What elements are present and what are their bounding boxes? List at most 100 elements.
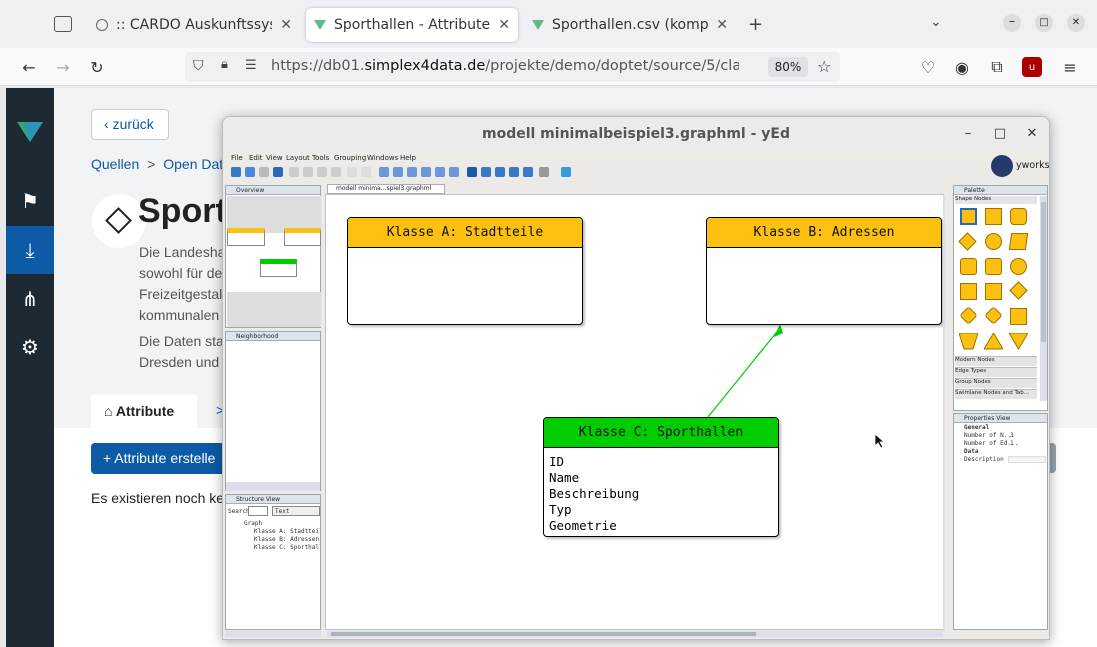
palette-section-header[interactable]: Shape Nodes	[955, 196, 1037, 204]
back-button[interactable]: ‹ zurück	[91, 109, 169, 140]
node-klasse-a[interactable]: Klasse A: Stadtteile	[347, 217, 583, 325]
site-settings-icon[interactable]: ☰	[245, 58, 257, 73]
zoom-level[interactable]: 80%	[768, 57, 808, 77]
close-window-button[interactable]: ✕	[1067, 14, 1085, 32]
close-icon[interactable]: ✕	[280, 17, 292, 33]
new-file-icon[interactable]	[231, 167, 241, 177]
rectangle-shape[interactable]	[960, 208, 977, 225]
menu-icon[interactable]: ≡	[1063, 57, 1077, 77]
open-file-icon[interactable]	[245, 167, 255, 177]
pocket-icon[interactable]: ♡	[920, 57, 936, 77]
redo-icon[interactable]	[361, 167, 371, 177]
property-group[interactable]: General	[964, 424, 990, 431]
tab-list-chevron-icon[interactable]: ⌄	[930, 14, 942, 30]
maximize-button[interactable]: □	[993, 126, 1007, 141]
breadcrumb-link[interactable]: Open Data	[163, 156, 231, 172]
maximize-button[interactable]: □	[1035, 14, 1053, 32]
tab-next[interactable]: >	[216, 402, 225, 418]
menu-grouping[interactable]: Grouping	[334, 154, 367, 162]
octagon-shape[interactable]	[985, 258, 1002, 275]
forward-arrow-icon[interactable]: →	[56, 57, 70, 77]
parallelogram-shape[interactable]	[1008, 233, 1029, 250]
url-bar[interactable]: ⛉ 🔒︎ ☰ https://db01.simplex4data.de/proj…	[185, 52, 840, 82]
fit-content-icon[interactable]	[449, 167, 459, 177]
download-icon[interactable]: ⤓	[6, 226, 54, 274]
palette-section-header[interactable]: Group Nodes	[955, 378, 1037, 388]
node-klasse-c[interactable]: Klasse C: Sporthallen ID Name Beschreibu…	[543, 417, 779, 537]
account-icon[interactable]: ◉	[955, 57, 969, 77]
create-attribute-button[interactable]: + Attribute erstelle	[91, 443, 231, 474]
graph-canvas[interactable]: Klasse A: Stadtteile Klasse B: Adressen …	[325, 194, 945, 631]
grid-icon[interactable]	[509, 167, 519, 177]
palette-section-header[interactable]: Swimlane Nodes and Tab...	[955, 389, 1037, 399]
diamond-shape[interactable]	[958, 232, 977, 251]
layout-icon[interactable]	[539, 167, 549, 177]
orthogonal-edges-icon[interactable]	[523, 167, 533, 177]
menu-edit[interactable]: Edit	[249, 154, 263, 162]
breadcrumb-link[interactable]: Quellen	[91, 156, 140, 172]
hexagon-shape[interactable]	[960, 258, 977, 275]
close-icon[interactable]: ✕	[716, 17, 728, 33]
browser-tab-cardo[interactable]: :: CARDO Auskunftssysten ✕	[88, 8, 300, 42]
palette-section-header[interactable]: Edge Types	[955, 367, 1037, 377]
overview-viewport[interactable]	[227, 196, 321, 233]
select-mode-icon[interactable]	[467, 167, 477, 177]
property-value[interactable]: 3	[1010, 432, 1014, 439]
cut-icon[interactable]	[289, 167, 299, 177]
minimize-button[interactable]: –	[1003, 14, 1021, 32]
signpost-icon[interactable]: ⚑	[21, 189, 39, 213]
tools-icon[interactable]	[561, 167, 571, 177]
search-mode-select[interactable]: Text	[272, 506, 320, 516]
reload-icon[interactable]: ↻	[90, 57, 104, 77]
bookmark-star-icon[interactable]: ☆	[817, 57, 832, 76]
snapping-icon[interactable]	[495, 167, 505, 177]
zoom-area-icon[interactable]	[421, 167, 431, 177]
tree-item[interactable]: Klasse C: Sporthallen	[254, 544, 320, 551]
circle-shape[interactable]	[1010, 258, 1027, 275]
zoom-in-icon[interactable]	[379, 167, 389, 177]
triangle-up-shape[interactable]	[983, 332, 1004, 353]
minimize-button[interactable]: –	[964, 126, 972, 141]
back-arrow-icon[interactable]: ←	[22, 57, 36, 77]
pan-mode-icon[interactable]	[481, 167, 491, 177]
star-shape[interactable]	[984, 306, 1003, 325]
menu-help[interactable]: Help	[400, 154, 416, 162]
ublock-icon[interactable]: u	[1022, 57, 1042, 77]
trapezoid-shape[interactable]	[1010, 308, 1027, 325]
ellipse-shape[interactable]	[985, 233, 1002, 250]
gear-icon[interactable]: ⚙	[21, 335, 39, 359]
menu-tools[interactable]: Tools	[312, 154, 330, 162]
extensions-icon[interactable]: ⧉	[991, 57, 1003, 76]
zoom-out-icon[interactable]	[393, 167, 403, 177]
copy-icon[interactable]	[303, 167, 313, 177]
tab-overview-icon[interactable]	[54, 16, 72, 32]
tree-root[interactable]: Graph	[244, 520, 263, 527]
rectangle-shape[interactable]	[985, 208, 1002, 225]
star-shape[interactable]	[1009, 281, 1028, 300]
triangle-down-shape[interactable]	[958, 332, 979, 353]
tab-attribute[interactable]: ⌂ Attribute	[91, 394, 197, 428]
tree-item[interactable]: Klasse B: Adressen	[254, 536, 320, 543]
close-window-button[interactable]: ✕	[1026, 126, 1038, 141]
save-icon[interactable]	[259, 167, 269, 177]
undo-icon[interactable]	[347, 167, 357, 177]
document-tab[interactable]: modell minima...spiel3.graphml	[327, 184, 445, 194]
panel-tabs[interactable]	[226, 482, 320, 491]
new-tab-button[interactable]: +	[748, 14, 764, 35]
edge-c-to-b[interactable]	[326, 195, 945, 631]
vertical-scrollbar[interactable]	[943, 195, 945, 631]
horizontal-scrollbar[interactable]	[327, 631, 943, 637]
browser-tab-sporthallen[interactable]: Sporthallen - Attribute ✕	[306, 8, 518, 42]
property-group[interactable]: Data	[964, 448, 979, 455]
close-icon[interactable]: ✕	[498, 17, 510, 33]
palette-section-header[interactable]: Modern Nodes	[955, 356, 1037, 366]
left-horizontal-scrollbar[interactable]	[225, 631, 321, 637]
rectangle-shape[interactable]	[985, 283, 1002, 300]
palette-scrollbar[interactable]	[1040, 196, 1047, 401]
star-shape[interactable]	[959, 306, 978, 325]
menu-windows[interactable]: Windows	[367, 154, 399, 162]
browser-tab-csv[interactable]: Sporthallen.csv (komplett ✕	[524, 8, 736, 42]
rounded-rectangle-shape[interactable]	[1010, 208, 1027, 225]
menu-layout[interactable]: Layout	[286, 154, 310, 162]
search-input[interactable]	[248, 506, 268, 516]
